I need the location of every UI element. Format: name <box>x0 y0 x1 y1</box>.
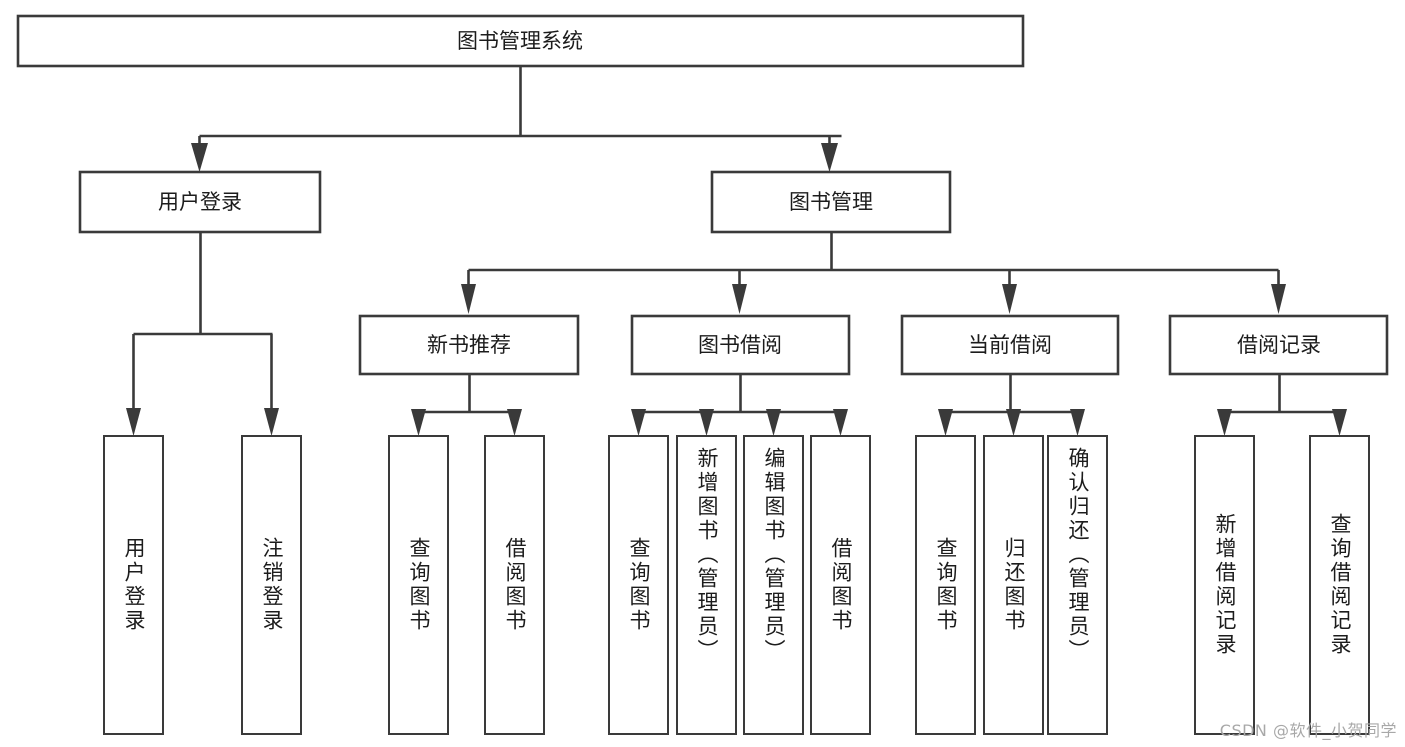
arrow-leaf-bb-1 <box>631 409 646 436</box>
node-new-book-recommend-label: 新书推荐 <box>427 333 511 357</box>
node-book-manage-label: 图书管理 <box>789 190 873 214</box>
node-current-borrow-box <box>900 314 1120 376</box>
leaf-logout-label: 注销登录 <box>260 537 284 633</box>
node-root-box <box>16 14 1025 68</box>
leaf-bb-query-book-label: 查询图书 <box>627 537 651 633</box>
leaf-user-login[interactable]: 用户登录 <box>103 435 164 735</box>
node-root-label: 图书管理系统 <box>457 29 583 53</box>
connector-book-borrow-to-leaves <box>631 374 848 436</box>
node-book-borrow-box <box>630 314 851 376</box>
arrow-leaf-nbr-2 <box>507 409 522 436</box>
leaf-cb-confirm-return[interactable]: 确认归还（管理员） <box>1047 435 1108 735</box>
arrow-leaf-bb-2 <box>699 409 714 436</box>
arrow-to-current-borrow <box>1002 284 1017 314</box>
node-book-borrow-label: 图书借阅 <box>698 333 782 357</box>
leaf-nbr-query-book-label: 查询图书 <box>407 537 431 633</box>
leaf-nbr-query-book[interactable]: 查询图书 <box>388 435 449 735</box>
leaf-cb-query-book[interactable]: 查询图书 <box>915 435 976 735</box>
leaf-br-query-record[interactable]: 查询借阅记录 <box>1309 435 1370 735</box>
arrow-leaf-cb-2 <box>1006 409 1021 436</box>
node-book-manage[interactable]: 图书管理 <box>710 170 952 234</box>
leaf-bb-query-book[interactable]: 查询图书 <box>608 435 669 735</box>
node-book-borrow[interactable]: 图书借阅 <box>630 314 851 376</box>
connector-user-login-to-leaves <box>126 232 279 436</box>
arrow-to-book-borrow <box>732 284 747 314</box>
leaf-cb-query-book-label: 查询图书 <box>934 537 958 633</box>
leaf-br-add-record-label: 新增借阅记录 <box>1213 513 1237 657</box>
leaf-bb-borrow-book[interactable]: 借阅图书 <box>810 435 871 735</box>
arrow-to-leaf-logout <box>264 408 279 436</box>
node-root[interactable]: 图书管理系统 <box>16 14 1025 68</box>
connector-borrow-record-to-leaves <box>1217 374 1347 436</box>
arrow-to-book-manage <box>821 143 838 172</box>
leaf-bb-add-book-label: 新增图书（管理员） <box>695 447 719 663</box>
leaf-logout[interactable]: 注销登录 <box>241 435 302 735</box>
arrow-leaf-bb-3 <box>766 409 781 436</box>
arrow-to-user-login <box>191 143 208 172</box>
node-new-book-recommend[interactable]: 新书推荐 <box>358 314 580 376</box>
node-user-login[interactable]: 用户登录 <box>78 170 322 234</box>
node-new-book-recommend-box <box>358 314 580 376</box>
connector-root-to-level2 <box>191 66 842 172</box>
node-user-login-label: 用户登录 <box>158 190 242 214</box>
arrow-to-borrow-record <box>1271 284 1286 314</box>
node-borrow-record[interactable]: 借阅记录 <box>1168 314 1389 376</box>
node-current-borrow[interactable]: 当前借阅 <box>900 314 1120 376</box>
csdn-watermark: CSDN @软件_小贺同学 <box>1219 721 1397 740</box>
arrow-leaf-cb-3 <box>1070 409 1085 436</box>
arrow-leaf-bb-4 <box>833 409 848 436</box>
arrow-to-leaf-user-login <box>126 408 141 436</box>
leaf-bb-edit-book[interactable]: 编辑图书（管理员） <box>743 435 804 735</box>
leaf-br-add-record[interactable]: 新增借阅记录 <box>1194 435 1255 735</box>
leaf-cb-confirm-return-label: 确认归还（管理员） <box>1066 447 1090 663</box>
arrow-to-new-book-recommend <box>461 284 476 314</box>
arrow-leaf-nbr-1 <box>411 409 426 436</box>
arrow-leaf-cb-1 <box>938 409 953 436</box>
leaf-bb-borrow-book-label: 借阅图书 <box>829 537 853 633</box>
leaf-nbr-borrow-book-label: 借阅图书 <box>503 537 527 633</box>
node-current-borrow-label: 当前借阅 <box>968 333 1052 357</box>
node-borrow-record-label: 借阅记录 <box>1237 333 1321 357</box>
arrow-leaf-br-2 <box>1332 409 1347 436</box>
leaf-cb-return-book[interactable]: 归还图书 <box>983 435 1044 735</box>
leaf-user-login-label: 用户登录 <box>122 537 146 633</box>
connector-new-book-recommend-to-leaves <box>411 374 522 436</box>
connector-book-manage-to-level3 <box>461 232 1286 314</box>
leaf-br-query-record-label: 查询借阅记录 <box>1328 513 1352 657</box>
leaf-bb-add-book[interactable]: 新增图书（管理员） <box>676 435 737 735</box>
arrow-leaf-br-1 <box>1217 409 1232 436</box>
leaf-cb-return-book-label: 归还图书 <box>1002 537 1026 633</box>
leaf-bb-edit-book-label: 编辑图书（管理员） <box>762 447 786 663</box>
connector-current-borrow-to-leaves <box>938 374 1085 436</box>
leaf-nbr-borrow-book[interactable]: 借阅图书 <box>484 435 545 735</box>
